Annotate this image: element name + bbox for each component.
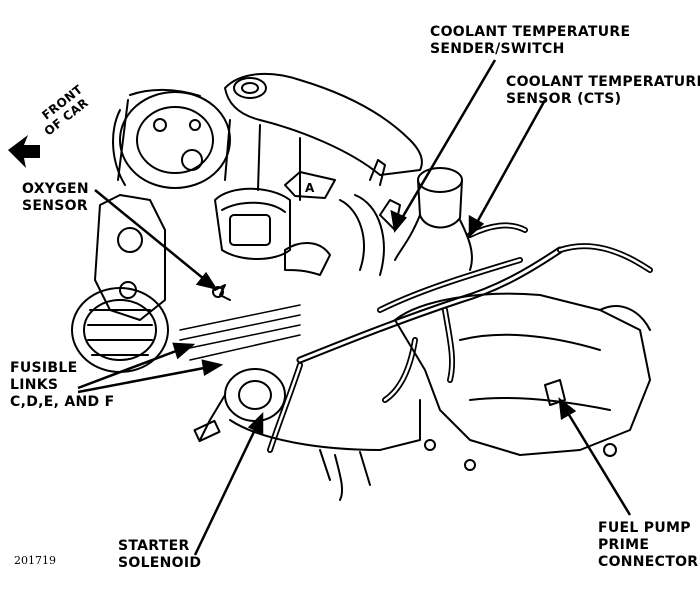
leader-starter (193, 414, 264, 556)
label-coolant-temp-sensor: COOLANT TEMPERATURE SENSOR (CTS) (506, 74, 700, 107)
leader-fuel-pump (558, 399, 632, 516)
label-starter-solenoid: STARTER SOLENOID (118, 538, 202, 571)
starter-connector (193, 419, 221, 443)
leader-oxygen (94, 189, 216, 289)
fuel-pump-connector-part (544, 379, 566, 406)
view-arrow (284, 171, 336, 199)
view-marker-a: A (305, 181, 315, 195)
leader-coolant-sensor (468, 99, 547, 236)
leader-coolant-sender (393, 59, 497, 231)
intake-plenum (214, 187, 291, 260)
alternator (119, 91, 231, 189)
leader-fusible-1 (77, 343, 193, 390)
label-coolant-temp-sender: COOLANT TEMPERATURE SENDER/SWITCH (430, 24, 631, 57)
front-of-car-arrow (8, 135, 40, 168)
oil-fill-cap (233, 77, 267, 99)
figure-number: 201719 (14, 554, 56, 567)
engine-block-front (94, 194, 166, 321)
valve-cover (224, 72, 423, 176)
starter-motor (224, 368, 286, 422)
label-oxygen-sensor: OXYGEN SENSOR (22, 181, 89, 214)
label-fusible-links: FUSIBLE LINKS C,D,E, AND F (10, 360, 115, 410)
leader-fusible-2 (77, 363, 221, 394)
transaxle (394, 292, 651, 456)
label-fuel-pump-prime: FUEL PUMP PRIME CONNECTOR (598, 520, 699, 570)
